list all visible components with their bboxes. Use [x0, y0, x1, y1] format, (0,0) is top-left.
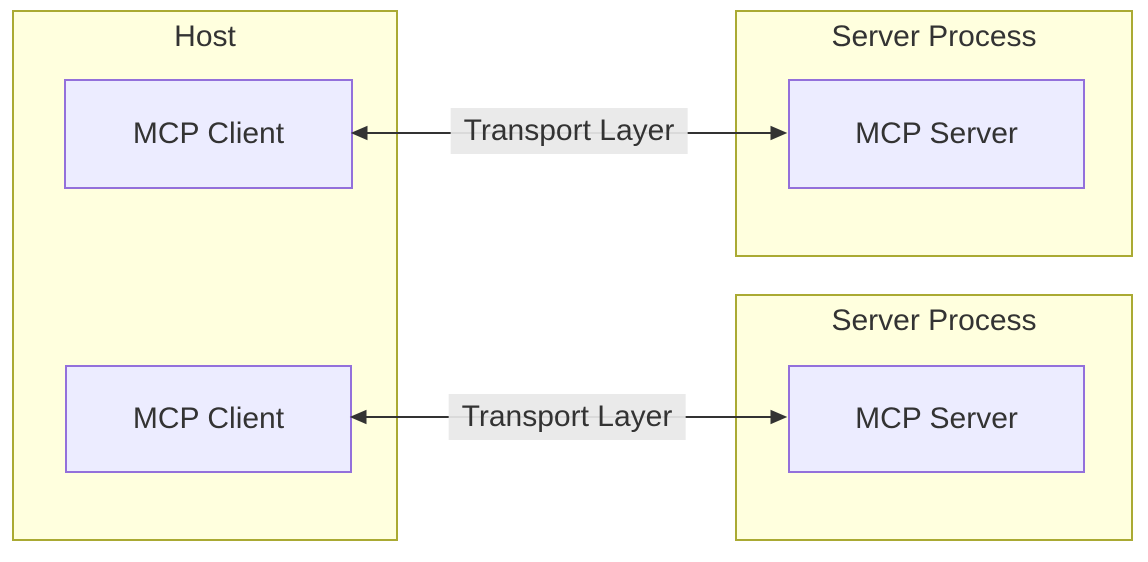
mcp-server-node-1: MCP Server: [788, 79, 1085, 189]
mcp-client-label-1: MCP Client: [132, 117, 285, 150]
server-process-title-1: Server Process: [831, 20, 1037, 53]
server-process-group-2: Server Process MCP Server: [735, 294, 1133, 541]
mcp-server-label-1: MCP Server: [855, 117, 1018, 150]
mcp-server-node-2: MCP Server: [788, 365, 1085, 473]
server-process-group-1: Server Process MCP Server: [735, 10, 1133, 257]
transport-edge-label-1: Transport Layer: [450, 108, 688, 154]
host-group-title: Host: [174, 20, 236, 53]
server-process-title-2: Server Process: [831, 304, 1037, 337]
transport-edge-label-2: Transport Layer: [448, 394, 686, 440]
host-group: Host MCP Client MCP Client: [12, 10, 398, 541]
mcp-client-node-2: MCP Client: [65, 365, 352, 473]
mcp-client-node-1: MCP Client: [64, 79, 353, 189]
mcp-server-label-2: MCP Server: [855, 402, 1018, 435]
mcp-client-label-2: MCP Client: [132, 402, 285, 435]
